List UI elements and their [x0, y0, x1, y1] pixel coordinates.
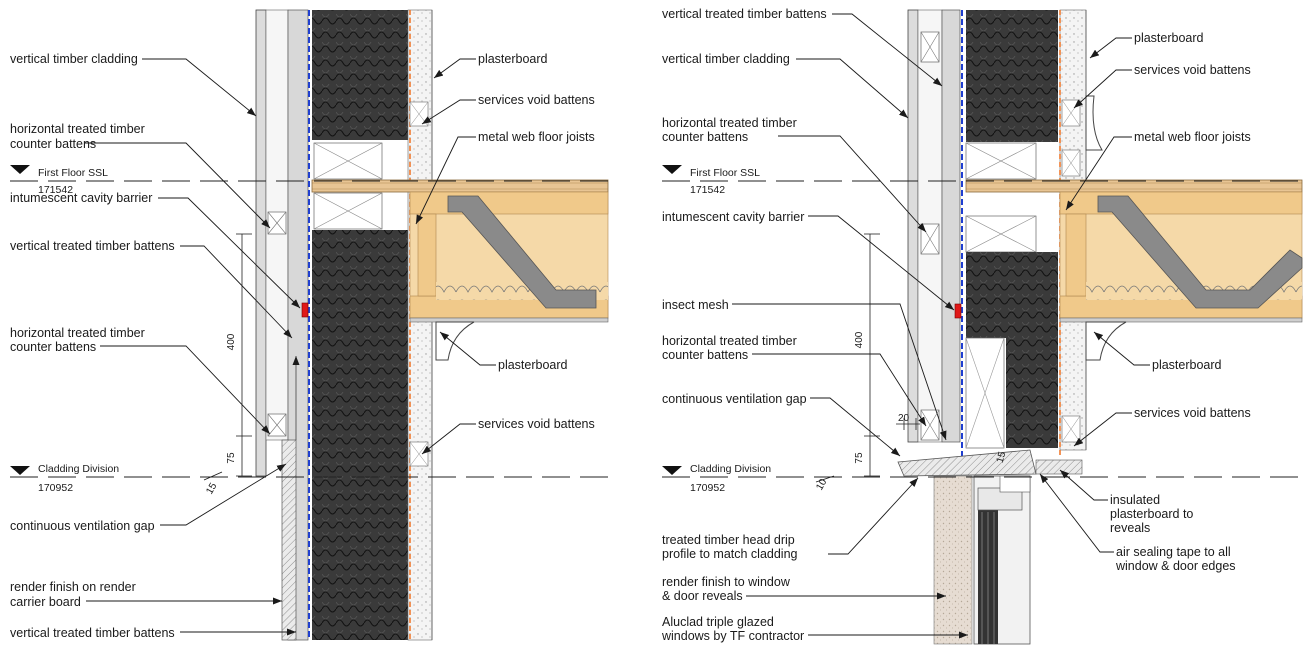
label-floor-joists: metal web floor joists — [1134, 130, 1251, 144]
label-insect-mesh: insect mesh — [662, 298, 729, 312]
insulation-lower — [312, 230, 408, 640]
timber-cladding — [907, 9, 919, 443]
label-ventilation-gap: continuous ventilation gap — [662, 392, 807, 406]
floor-deck — [311, 179, 609, 193]
label-plasterboard-mid: plasterboard — [498, 358, 568, 372]
ceiling-cornice — [1085, 321, 1127, 361]
label-head-drip-2: profile to match cladding — [662, 547, 798, 561]
level-cladding-division-value: 170952 — [690, 482, 725, 494]
dim-15: 15 — [995, 450, 1009, 464]
label-insulated-plasterboard-2: plasterboard to — [1110, 507, 1193, 521]
insulation-upper — [312, 10, 408, 140]
label-head-drip-1: treated timber head drip — [662, 533, 795, 547]
label-windows-2: windows by TF contractor — [661, 629, 804, 643]
label-cavity-barrier: intumescent cavity barrier — [662, 210, 804, 224]
ceiling-board — [409, 317, 609, 323]
dim-400: 400 — [226, 333, 237, 350]
label-render-finish-2: carrier board — [10, 595, 81, 609]
floor-deck — [965, 179, 1303, 193]
label-plasterboard-top: plasterboard — [1134, 31, 1204, 45]
label-render-finish-1: render finish to window — [662, 575, 791, 589]
label-cladding: vertical timber cladding — [662, 52, 790, 66]
label-plasterboard-mid: plasterboard — [1152, 358, 1222, 372]
label-render-finish-1: render finish on render — [10, 580, 136, 594]
right-detail: 400 20 75 15 10 First Floor SSL 171542 C… — [661, 7, 1303, 645]
label-floor-joists: metal web floor joists — [478, 130, 595, 144]
upper-cornice — [1085, 95, 1103, 151]
cavity-barrier — [301, 302, 309, 318]
level-marker — [10, 466, 30, 475]
label-plasterboard-top: plasterboard — [478, 52, 548, 66]
render-reveal — [933, 475, 973, 645]
joist-flange-top — [1059, 191, 1303, 215]
dim-20: 20 — [898, 413, 910, 424]
level-cladding-division: Cladding Division — [38, 463, 119, 475]
dim-75: 75 — [226, 452, 237, 464]
dim-15: 15 — [204, 481, 219, 497]
label-battens-bottom: vertical treated timber battens — [10, 626, 175, 640]
label-insulated-plasterboard-3: reveals — [1110, 521, 1150, 535]
steel-web — [1097, 195, 1303, 309]
label-counter-battens-mid-1: horizontal treated timber — [10, 326, 145, 340]
steel-web — [447, 195, 597, 309]
level-first-floor: First Floor SSL — [38, 167, 108, 179]
label-counter-battens-mid-1: horizontal treated timber — [662, 334, 797, 348]
sheathing-board — [941, 9, 961, 443]
label-battens-top: vertical treated timber battens — [662, 7, 827, 21]
joist-end — [417, 213, 437, 297]
label-ventilation-gap: continuous ventilation gap — [10, 519, 155, 533]
joist-flange-top — [409, 191, 609, 215]
reveal-board — [1035, 459, 1083, 475]
dim-400: 400 — [854, 331, 865, 348]
label-counter-battens-mid-2: counter battens — [10, 340, 96, 354]
level-cladding-division-value: 170952 — [38, 482, 73, 494]
label-services-void-bottom: services void battens — [478, 417, 595, 431]
label-cladding: vertical timber cladding — [10, 52, 138, 66]
label-services-void-bottom: services void battens — [1134, 406, 1251, 420]
cavity-barrier — [954, 303, 962, 319]
level-marker — [662, 165, 682, 174]
head-drip-profile — [897, 449, 1037, 477]
joist-end — [1065, 213, 1087, 297]
label-counter-battens-top-1: horizontal treated timber — [662, 116, 797, 130]
insulation-lintel — [1006, 338, 1058, 448]
label-services-void-top: services void battens — [1134, 63, 1251, 77]
level-marker — [662, 466, 682, 475]
level-first-floor-value: 171542 — [38, 184, 73, 196]
timber-cladding — [255, 9, 267, 477]
insulation-lower — [966, 252, 1058, 338]
label-battens-mid: vertical treated timber battens — [10, 239, 175, 253]
label-counter-battens-mid-2: counter battens — [662, 348, 748, 362]
level-marker — [10, 165, 30, 174]
label-air-sealing-1: air sealing tape to all — [1116, 545, 1231, 559]
label-counter-battens-top-1: horizontal treated timber — [10, 122, 145, 136]
label-cavity-barrier: intumescent cavity barrier — [10, 191, 152, 205]
level-first-floor: First Floor SSL — [690, 167, 760, 179]
ceiling-board — [1059, 317, 1303, 323]
level-first-floor-value: 171542 — [690, 184, 725, 196]
label-render-finish-2: & door reveals — [662, 589, 743, 603]
dim-10: 10 — [814, 477, 829, 493]
render-board — [281, 439, 297, 641]
label-insulated-plasterboard-1: insulated — [1110, 493, 1160, 507]
label-counter-battens-top-2: counter battens — [10, 137, 96, 151]
label-air-sealing-2: window & door edges — [1115, 559, 1236, 573]
left-detail: 400 75 15 First Floor SSL 171542 Claddin… — [10, 9, 612, 641]
label-counter-battens-top-2: counter battens — [662, 130, 748, 144]
level-cladding-division: Cladding Division — [690, 463, 771, 475]
dim-75: 75 — [854, 452, 865, 464]
insulation-upper — [966, 10, 1058, 142]
label-windows-1: Aluclad triple glazed — [662, 615, 774, 629]
label-services-void-top: services void battens — [478, 93, 595, 107]
ceiling-cornice — [435, 321, 475, 361]
